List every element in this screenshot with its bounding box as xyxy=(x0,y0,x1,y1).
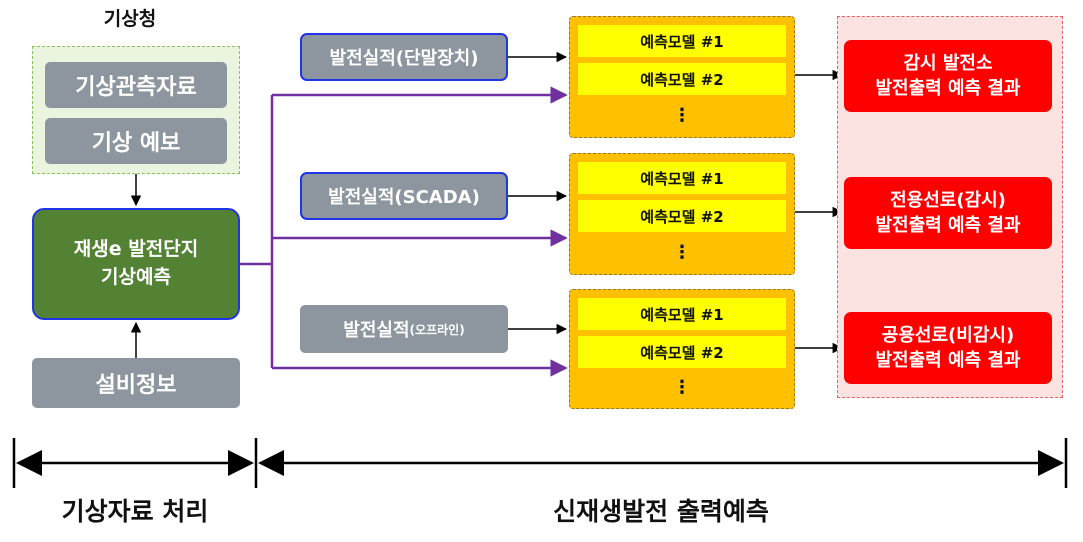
timeline-left-head-r xyxy=(228,450,254,476)
timeline-right-head-l xyxy=(258,450,284,476)
timeline-right-head-r xyxy=(1038,450,1064,476)
weather-forecast-box: 재생e 발전단지 기상예측 xyxy=(32,208,240,320)
actual-offline-box: 발전실적(오프라인) xyxy=(300,305,508,353)
kma-forecast-box: 기상 예보 xyxy=(45,118,227,164)
model-1-2: 예측모델 #2 xyxy=(578,63,786,95)
actual-offline-label: 발전실적 xyxy=(343,320,410,341)
result-1-line2: 발전출력 예측 결과 xyxy=(875,78,1021,99)
result-3-line1: 공용선로(비감시) xyxy=(881,324,1015,346)
timeline-left-head-l xyxy=(16,450,42,476)
kma-observation-box: 기상관측자료 xyxy=(45,62,227,108)
label-weather-processing: 기상자료 처리 xyxy=(61,497,209,526)
result-3-line2: 발전출력 예측 결과 xyxy=(875,350,1021,371)
facility-info-box: 설비정보 xyxy=(32,358,240,408)
actual-scada-box: 발전실적(SCADA) xyxy=(300,172,508,220)
model-2-1: 예측모델 #1 xyxy=(578,162,786,194)
kma-title: 기상청 xyxy=(103,8,157,30)
result-monitored-plant: 감시 발전소 발전출력 예측 결과 xyxy=(844,40,1052,112)
model-3-1: 예측모델 #1 xyxy=(578,298,786,330)
model-1-1: 예측모델 #1 xyxy=(578,25,786,57)
result-1-line1: 감시 발전소 xyxy=(903,52,993,74)
actual-terminal-box: 발전실적(단말장치) xyxy=(300,33,508,81)
weather-forecast-line2: 기상예측 xyxy=(101,266,171,288)
result-shared-line: 공용선로(비감시) 발전출력 예측 결과 xyxy=(844,312,1052,384)
weather-forecast-line1: 재생e 발전단지 xyxy=(73,238,199,261)
model-3-more: ⋮ xyxy=(673,377,691,398)
actual-offline-suffix: (오프라인) xyxy=(409,322,465,337)
model-2-2: 예측모델 #2 xyxy=(578,200,786,232)
result-2-line2: 발전출력 예측 결과 xyxy=(875,215,1021,236)
label-renewable-forecast: 신재생발전 출력예측 xyxy=(553,497,769,526)
model-2-more: ⋮ xyxy=(673,242,691,263)
result-dedicated-line: 전용선로(감시) 발전출력 예측 결과 xyxy=(844,177,1052,249)
result-2-line1: 전용선로(감시) xyxy=(890,189,1006,211)
model-3-2: 예측모델 #2 xyxy=(578,336,786,368)
model-1-more: ⋮ xyxy=(673,105,691,126)
